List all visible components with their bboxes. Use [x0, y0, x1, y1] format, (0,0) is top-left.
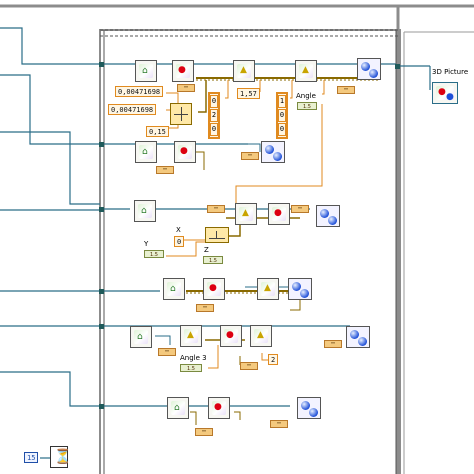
cone-node[interactable]: ▲ [257, 278, 279, 300]
3d-picture-indicator[interactable]: ●● [432, 82, 458, 104]
constant-2-small[interactable]: 2 [268, 354, 279, 365]
angle-control[interactable]: 1.5 [297, 102, 317, 110]
constant-1-57[interactable]: 1,57 [237, 88, 260, 99]
refnum-tag: "" [207, 205, 225, 213]
cone-node[interactable]: ▲ [180, 325, 202, 347]
angle-label: Angle [296, 92, 316, 100]
cone-node[interactable]: ▲ [235, 203, 257, 225]
picture-indicator-label: 3D Picture [432, 68, 469, 76]
color-node[interactable]: ● [172, 60, 194, 82]
z-label: Z [204, 246, 209, 254]
constant-1[interactable]: 0,00471698 [115, 86, 164, 97]
color-node[interactable]: ● [174, 141, 196, 163]
tunnel [99, 207, 104, 212]
color-node[interactable]: ● [203, 278, 225, 300]
array-element: 0 [210, 95, 218, 108]
refnum-tag: "" [324, 340, 342, 348]
create-object-node[interactable]: ⌂ [135, 141, 157, 163]
loop-count-constant[interactable]: 15 [24, 452, 39, 463]
add-object-node[interactable] [297, 397, 321, 419]
create-object-node[interactable]: ⌂ [134, 200, 156, 222]
tunnel [99, 142, 104, 147]
add-object-node[interactable] [346, 326, 370, 348]
wait-metronome-icon[interactable]: ⏳ [50, 446, 72, 468]
add-object-node[interactable] [316, 205, 340, 227]
refnum-tag: "" [240, 362, 258, 370]
y-label: Y [144, 240, 149, 248]
color-node[interactable]: ● [268, 203, 290, 225]
color-node[interactable]: ● [220, 325, 242, 347]
metronome-icon: ⏳ [54, 449, 72, 465]
array-constant-2[interactable]: 1 0 0 [276, 92, 288, 139]
refnum-tag: "" [158, 348, 176, 356]
add-object-node[interactable] [261, 141, 285, 163]
tunnel [99, 324, 104, 329]
create-object-node[interactable]: ⌂ [163, 278, 185, 300]
array-element: 1 [278, 95, 286, 108]
refnum-tag: "" [177, 84, 195, 92]
refnum-tag: "" [156, 166, 174, 174]
refnum-tag: "" [195, 428, 213, 436]
transform-node[interactable]: ▲ [295, 60, 317, 82]
x-label: X [176, 226, 181, 234]
refnum-tag: "" [241, 152, 259, 160]
create-object-node[interactable]: ⌂ [167, 397, 189, 419]
array-element: 2 [210, 109, 218, 122]
z-control[interactable]: 1.5 [203, 256, 223, 264]
refnum-tag: "" [270, 420, 288, 428]
bundle-node[interactable] [170, 103, 192, 125]
add-object-node[interactable] [288, 278, 312, 300]
refnum-tag: "" [337, 86, 355, 94]
array-element: 0 [210, 123, 218, 136]
y-control[interactable]: 1.5 [144, 250, 164, 258]
refnum-tag: "" [291, 205, 309, 213]
tunnel [99, 289, 104, 294]
array-element: 0 [278, 123, 286, 136]
angle3-control[interactable]: 1.5 [180, 364, 202, 372]
add-object-node[interactable] [357, 58, 381, 80]
tunnel [395, 64, 400, 69]
x-constant[interactable]: 0 [174, 236, 185, 247]
tunnel [99, 404, 104, 409]
angle3-label: Angle 3 [180, 354, 207, 362]
tunnel [99, 62, 104, 67]
bundle-node[interactable] [205, 227, 229, 243]
cone-node[interactable]: ▲ [233, 60, 255, 82]
create-object-node[interactable]: ⌂ [130, 326, 152, 348]
constant-2[interactable]: 0,00471698 [108, 104, 157, 115]
constant-3[interactable]: 0,15 [146, 126, 169, 137]
array-constant-1[interactable]: 0 2 0 [208, 92, 220, 139]
transform-node[interactable]: ▲ [250, 325, 272, 347]
refnum-tag: "" [196, 304, 214, 312]
create-object-node[interactable]: ⌂ [135, 60, 157, 82]
color-node[interactable]: ● [208, 397, 230, 419]
array-element: 0 [278, 109, 286, 122]
